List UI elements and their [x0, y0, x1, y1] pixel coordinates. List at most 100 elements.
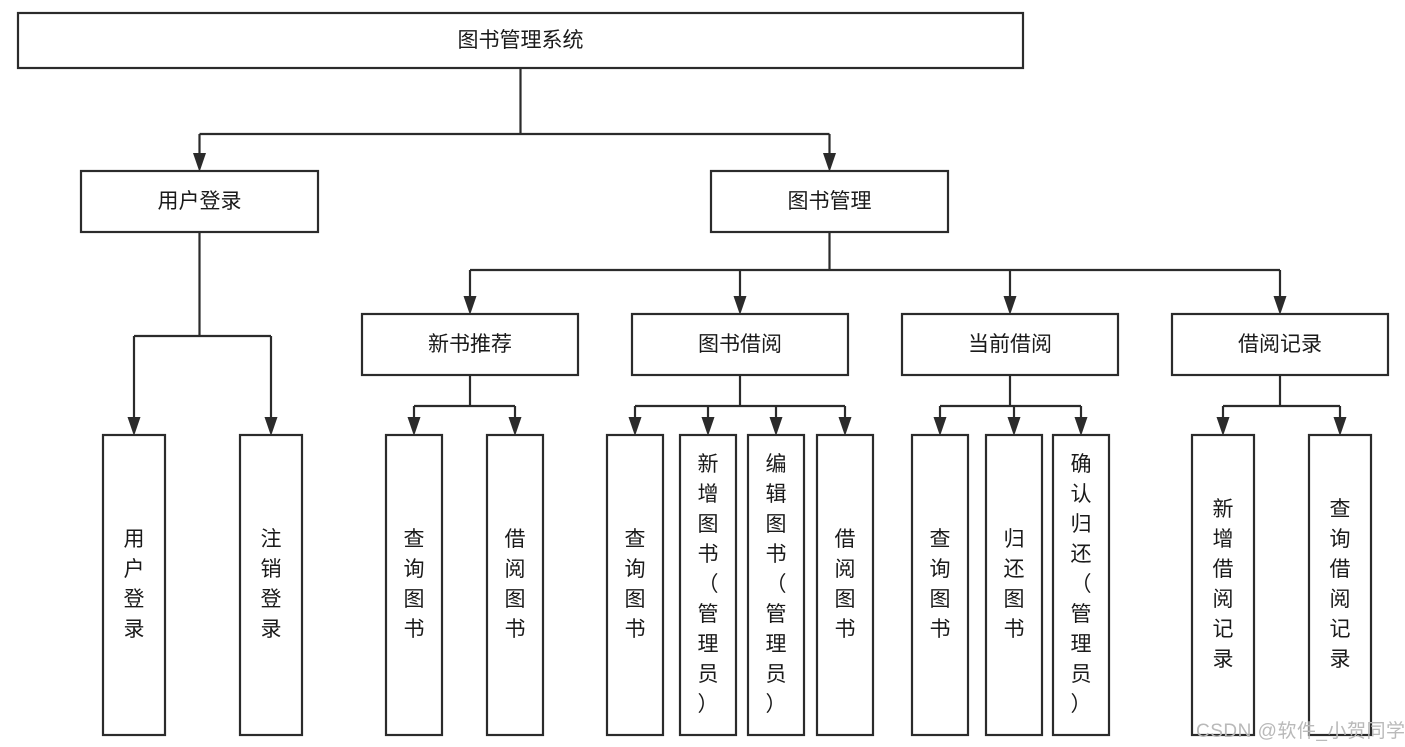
node-user-login[interactable]: 用户登录 [79, 169, 320, 234]
node-box-book-manage[interactable] [709, 169, 950, 234]
node-label-char: 书 [1004, 618, 1025, 641]
node-box-leaf-edit-book[interactable] [746, 433, 806, 737]
node-label-char: 图 [766, 513, 787, 536]
node-label-char: 新 [698, 453, 719, 476]
node-label-char: 查 [404, 528, 425, 551]
node-leaf-edit-book[interactable]: 编辑图书（管理员） [746, 433, 806, 737]
node-label-leaf-logout: 注销登录 [261, 528, 282, 641]
connector-group-current-borrow [933, 375, 1088, 436]
node-label-char: 记 [1213, 618, 1234, 641]
node-label-char: 管 [766, 603, 787, 626]
node-label-char: ） [1071, 693, 1092, 716]
node-box-leaf-add-book[interactable] [678, 433, 738, 737]
node-label-char: 户 [124, 558, 145, 581]
node-label-char: 增 [1213, 528, 1234, 551]
nodes-layer: 图书管理系统用户登录图书管理新书推荐图书借阅当前借阅借阅记录用户登录注销登录查询… [16, 11, 1390, 737]
node-box-leaf-confirm-return[interactable] [1051, 433, 1111, 737]
node-label-leaf-query-book-3: 查询图书 [930, 528, 951, 641]
node-label-char: 书 [404, 618, 425, 641]
node-leaf-user-login[interactable]: 用户登录 [101, 433, 167, 737]
node-label-char: （ [1071, 573, 1092, 596]
arrowhead-icon [733, 296, 747, 315]
node-box-leaf-logout[interactable] [238, 433, 304, 737]
node-book-manage[interactable]: 图书管理 [709, 169, 950, 234]
node-leaf-return-book[interactable]: 归还图书 [984, 433, 1044, 737]
node-leaf-add-record[interactable]: 新增借阅记录 [1190, 433, 1256, 737]
node-label-char: 员 [766, 663, 787, 686]
node-label-char: 图 [930, 588, 951, 611]
node-box-leaf-query-record[interactable] [1307, 433, 1373, 737]
arrowhead-icon [1273, 296, 1287, 315]
node-label-char: 新 [1213, 498, 1234, 521]
node-label-char: 查 [625, 528, 646, 551]
node-leaf-borrow-book-2[interactable]: 借阅图书 [815, 433, 875, 737]
node-label-char: 认 [1071, 483, 1092, 506]
node-label-char: 管 [1071, 603, 1092, 626]
arrowhead-icon [628, 417, 642, 436]
node-box-book-borrow[interactable] [630, 312, 850, 377]
node-label-char: ） [698, 693, 719, 716]
node-box-leaf-return-book[interactable] [984, 433, 1044, 737]
node-label-leaf-borrow-book-1: 借阅图书 [505, 528, 526, 641]
node-box-new-book-recommend[interactable] [360, 312, 580, 377]
node-box-leaf-query-book-1[interactable] [384, 433, 444, 737]
node-label-char: 管 [698, 603, 719, 626]
node-box-leaf-query-book-2[interactable] [605, 433, 665, 737]
arrowhead-icon [769, 417, 783, 436]
node-current-borrow[interactable]: 当前借阅 [900, 312, 1120, 377]
node-label-char: 图 [835, 588, 856, 611]
node-leaf-query-book-2[interactable]: 查询图书 [605, 433, 665, 737]
arrowhead-icon [407, 417, 421, 436]
node-label-char: 书 [505, 618, 526, 641]
node-box-user-login[interactable] [79, 169, 320, 234]
node-label-leaf-user-login: 用户登录 [124, 528, 145, 641]
node-leaf-borrow-book-1[interactable]: 借阅图书 [485, 433, 545, 737]
node-box-leaf-add-record[interactable] [1190, 433, 1256, 737]
node-new-book-recommend[interactable]: 新书推荐 [360, 312, 580, 377]
node-leaf-query-record[interactable]: 查询借阅记录 [1307, 433, 1373, 737]
arrowhead-icon [1003, 296, 1017, 315]
node-box-current-borrow[interactable] [900, 312, 1120, 377]
node-leaf-logout[interactable]: 注销登录 [238, 433, 304, 737]
node-label-char: 归 [1004, 528, 1025, 551]
node-box-borrow-record[interactable] [1170, 312, 1390, 377]
node-box-leaf-borrow-book-2[interactable] [815, 433, 875, 737]
node-book-borrow[interactable]: 图书借阅 [630, 312, 850, 377]
node-label-char: 阅 [505, 558, 526, 581]
node-root[interactable]: 图书管理系统 [16, 11, 1025, 70]
arrowhead-icon [264, 417, 278, 436]
connector-group-root [193, 68, 836, 172]
arrowhead-icon [823, 153, 836, 172]
node-label-char: 编 [766, 453, 787, 476]
node-leaf-query-book-3[interactable]: 查询图书 [910, 433, 970, 737]
node-label-char: 归 [1071, 513, 1092, 536]
connectors-layer [127, 68, 1347, 436]
node-label-char: 录 [1213, 648, 1234, 671]
node-leaf-query-book-1[interactable]: 查询图书 [384, 433, 444, 737]
node-label-root: 图书管理系统 [458, 29, 584, 52]
node-label-char: 销 [261, 558, 282, 581]
arrowhead-icon [127, 417, 141, 436]
node-label-new-book-recommend: 新书推荐 [428, 333, 512, 356]
node-label-leaf-add-record: 新增借阅记录 [1213, 498, 1234, 671]
node-label-char: 图 [625, 588, 646, 611]
node-label-char: 记 [1330, 618, 1351, 641]
node-leaf-confirm-return[interactable]: 确认归还（管理员） [1051, 433, 1111, 737]
node-borrow-record[interactable]: 借阅记录 [1170, 312, 1390, 377]
node-leaf-add-book[interactable]: 新增图书（管理员） [678, 433, 738, 737]
node-label-char: 图 [404, 588, 425, 611]
node-label-leaf-edit-book: 编辑图书（管理员） [766, 453, 787, 716]
node-box-leaf-query-book-3[interactable] [910, 433, 970, 737]
arrowhead-icon [508, 417, 522, 436]
arrowhead-icon [193, 153, 206, 172]
node-label-char: 理 [766, 633, 787, 656]
node-label-char: 用 [124, 528, 145, 551]
node-box-leaf-user-login[interactable] [101, 433, 167, 737]
node-label-char: 询 [625, 558, 646, 581]
node-box-leaf-borrow-book-1[interactable] [485, 433, 545, 737]
node-box-root[interactable] [16, 11, 1025, 70]
node-label-char: 还 [1071, 543, 1092, 566]
node-label-char: 询 [1330, 528, 1351, 551]
node-label-char: 书 [835, 618, 856, 641]
node-label-char: 辑 [766, 483, 787, 506]
